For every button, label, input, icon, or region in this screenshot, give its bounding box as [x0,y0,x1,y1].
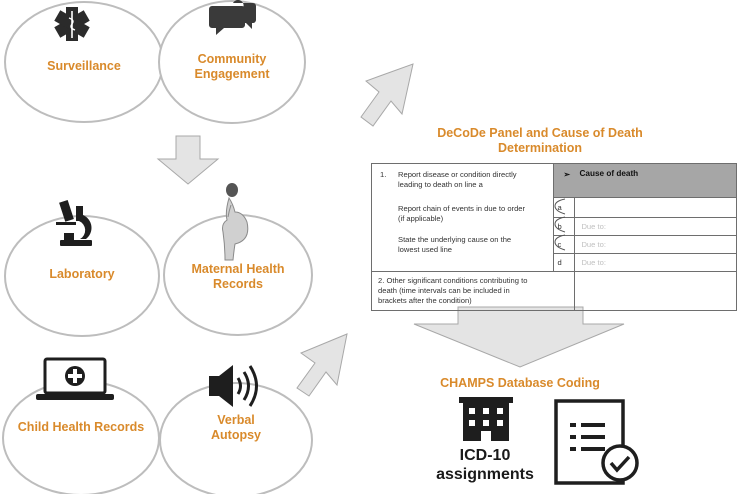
item1-cell: 1. Report disease or condition directly … [371,163,554,272]
item1-step-1: Report disease or condition directly lea… [398,170,558,190]
maternal-line-1: Maternal Health [191,262,285,276]
item2-cell: 2. Other significant conditions contribu… [370,271,576,311]
curved-arrow-icon [554,216,566,233]
item1-line-5: State the underlying cause on the [398,235,512,244]
icd-line-1: ICD-10 [459,447,511,464]
microscope-icon [56,199,92,246]
chat-bubbles-icon [209,0,256,35]
decode-title-line-1: DeCoDe Panel and Cause of Death [437,126,643,140]
arrow-to-decode [360,63,414,127]
maternal-label: Maternal Health Records [178,262,298,292]
item2-line-1: 2. Other significant conditions contribu… [378,276,528,285]
cause-of-death-header: ➢ Cause of death [552,163,737,198]
item1-step-3: State the underlying cause on the lowest… [398,235,558,255]
laptop-medical-icon [36,357,114,400]
decode-title-line-2: Determination [497,141,583,155]
header-bullet: ➢ [563,170,571,179]
curved-arrow-icon [554,198,566,215]
item2-line-2: death (time intervals can be included in [378,286,510,295]
pregnant-woman-icon [222,183,249,261]
maternal-line-2: Records [212,277,264,291]
row-a-field [574,197,737,218]
checklist-check-icon [554,399,639,485]
laboratory-label: Laboratory [49,267,115,281]
arrow-from-sources [296,333,348,397]
verbal-line-2: Autopsy [211,428,261,442]
community-line-1: Community [197,52,267,66]
item1-line-3: Report chain of events in due to order [398,204,526,213]
child-label: Child Health Records [17,420,145,434]
cause-of-death-table: 1. Report disease or condition directly … [370,163,737,311]
decode-title: DeCoDe Panel and Cause of Death Determin… [410,126,670,156]
icd-label: ICD-10 assignments [430,446,540,484]
item1-number: 1. [380,170,387,179]
row-d-field: Due to: [574,253,737,272]
due-to-arrows [554,198,566,251]
row-letter-d: d [552,253,576,272]
community-circle [158,0,306,124]
community-line-2: Engagement [194,67,270,81]
item1-line-1: Report disease or condition directly [398,170,517,179]
community-label: Community Engagement [172,52,292,82]
item1-line-4: (if applicable) [398,214,444,223]
verbal-line-1: Verbal [217,413,255,427]
row-b-field: Due to: [574,217,737,236]
item1-step-2: Report chain of events in due to order (… [398,204,558,224]
arrow-to-champs [413,306,625,368]
item1-line-2: leading to death on line a [398,180,483,189]
surveillance-label: Surveillance [47,59,121,73]
speaker-icon [209,365,258,407]
item2-line-3: brackets after the condition) [378,296,472,305]
verbal-circle [159,382,313,494]
down-arrow-top [156,135,220,185]
row-c-field: Due to: [574,235,737,254]
item1-line-6: lowest used line [398,245,453,254]
verbal-label: Verbal Autopsy [176,413,296,443]
medical-star-icon [54,7,90,41]
champs-title: CHAMPS Database Coding [440,376,600,390]
item2-field [574,271,737,311]
icd-line-2: assignments [436,466,534,483]
curved-arrow-icon [554,234,566,251]
building-icon [459,397,513,441]
header-label: Cause of death [579,169,639,178]
